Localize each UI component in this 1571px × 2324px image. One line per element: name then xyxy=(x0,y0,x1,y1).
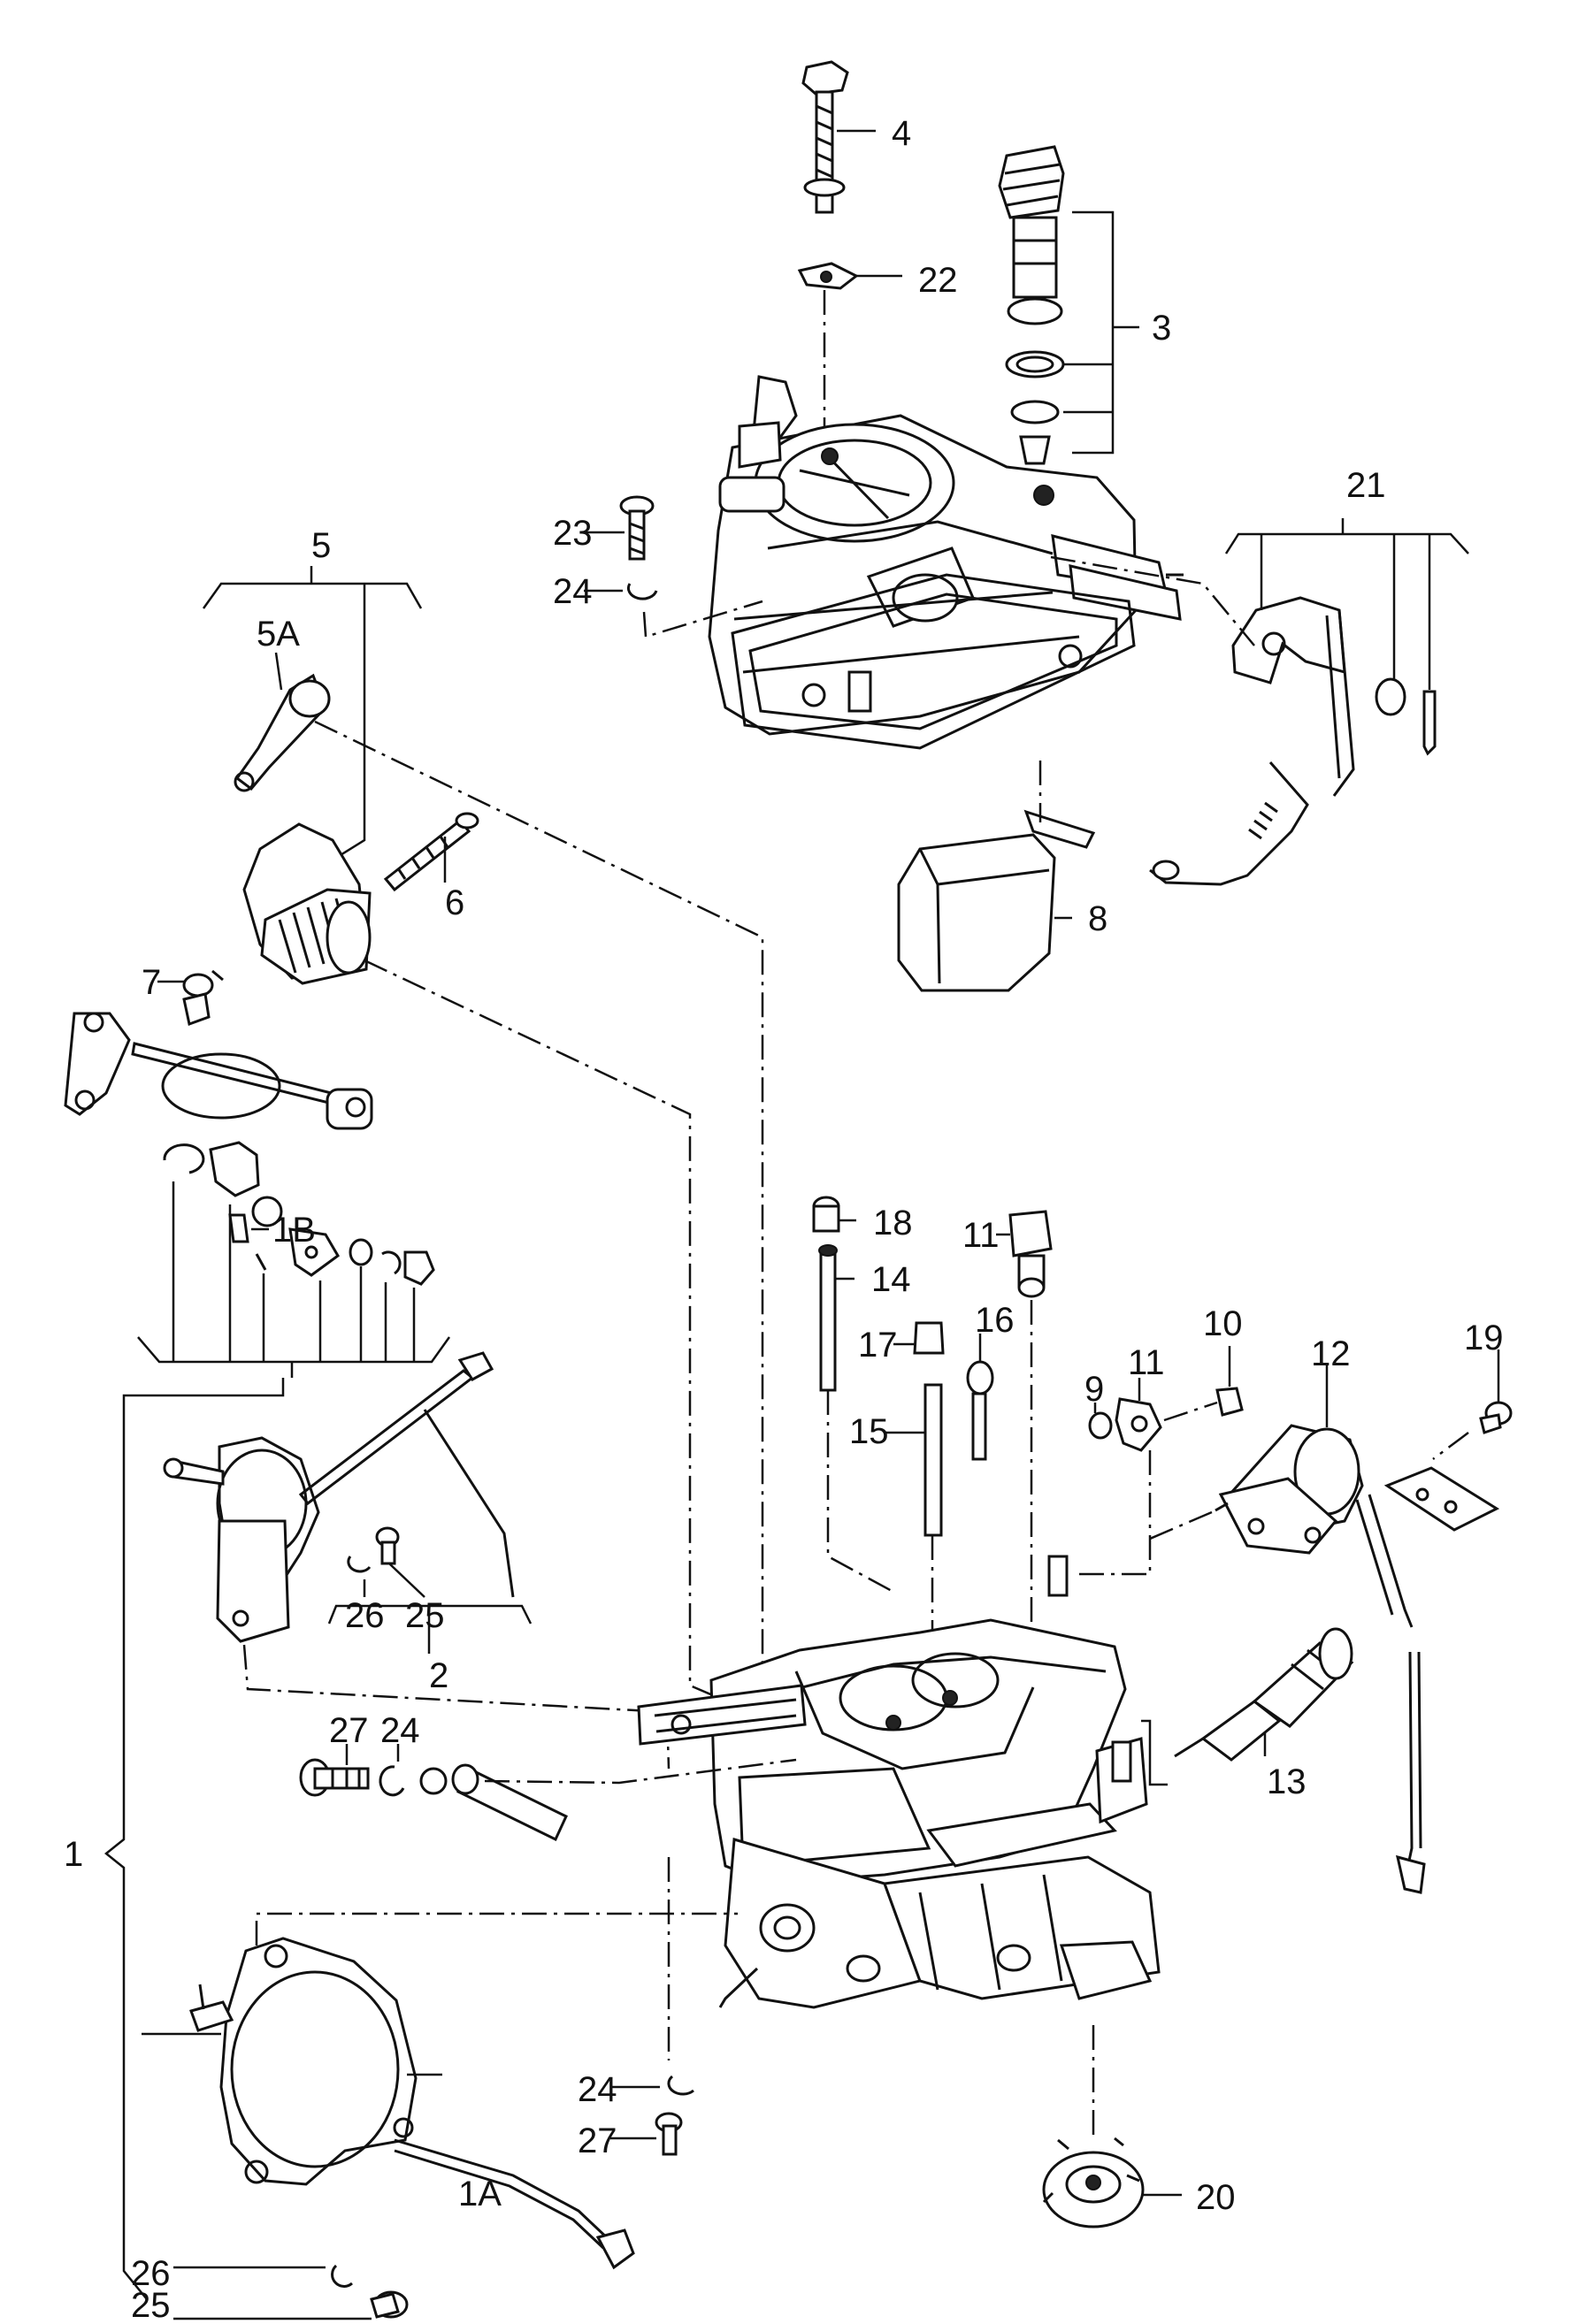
callout-c24c: 24 xyxy=(578,2070,617,2109)
part-5-choke-housing xyxy=(242,822,372,985)
callout-c7: 7 xyxy=(142,963,161,1002)
part-15-emulsion-tube xyxy=(923,1383,943,1537)
callout-c5A: 5A xyxy=(257,615,300,654)
callout-c3: 3 xyxy=(1152,309,1171,348)
callout-c27b: 27 xyxy=(578,2121,617,2160)
callout-c18: 18 xyxy=(873,1204,913,1242)
part-3-needle-valve xyxy=(998,145,1065,465)
part-1A-cover xyxy=(189,1937,635,2270)
callout-c14: 14 xyxy=(871,1260,911,1299)
callout-c10: 10 xyxy=(1203,1304,1243,1343)
part-8-block xyxy=(897,761,1096,992)
part-throttle-shaft xyxy=(64,1012,373,1130)
callout-c6: 6 xyxy=(445,883,464,922)
part-hose-mid xyxy=(451,1763,568,1842)
callout-c23: 23 xyxy=(553,514,593,553)
bracket-1B-group xyxy=(137,1336,451,1378)
part-21-choke-linkage xyxy=(1149,596,1437,886)
part-27-screw-low xyxy=(655,2112,683,2156)
part-26-clip-bottom xyxy=(331,2264,354,2288)
part-24-washer-low xyxy=(667,2075,694,2096)
callout-c1: 1 xyxy=(64,1835,83,1874)
callout-c5: 5 xyxy=(311,526,331,565)
callout-c1A: 1A xyxy=(458,2175,502,2213)
callout-c2: 2 xyxy=(429,1656,448,1695)
part-25-screw-bottom xyxy=(370,2290,409,2319)
callout-c11b: 11 xyxy=(1128,1343,1165,1382)
callout-c27a: 27 xyxy=(329,1711,369,1750)
part-25-screw-top xyxy=(375,1526,400,1565)
part-13-jet-valve xyxy=(1174,1627,1354,1762)
bracket-3 xyxy=(1063,210,1115,455)
part-7-fitting xyxy=(182,969,224,1026)
carburetor-top-cover xyxy=(708,375,1184,736)
callout-c22: 22 xyxy=(918,261,958,300)
part-6-screw xyxy=(383,812,479,892)
part-12-solenoid xyxy=(1215,1424,1426,1894)
part-17-jet xyxy=(913,1321,945,1355)
part-11-fitting-top xyxy=(1008,1210,1053,1298)
callout-c26b: 26 xyxy=(131,2254,171,2293)
callout-c25a: 25 xyxy=(405,1596,445,1635)
callout-c20: 20 xyxy=(1196,2178,1236,2217)
callout-c1B: 1B xyxy=(272,1211,316,1250)
bracket-21 xyxy=(1224,518,1469,554)
part-23-screw xyxy=(619,495,655,561)
callout-c26a: 26 xyxy=(345,1596,385,1635)
part-washer-mid xyxy=(419,1767,448,1795)
callout-c24a: 24 xyxy=(553,572,593,611)
part-10-nut xyxy=(1215,1387,1244,1417)
part-18-plug xyxy=(812,1196,840,1233)
part-19-screw xyxy=(1479,1401,1513,1434)
bracket-5 xyxy=(202,566,423,609)
callout-c8: 8 xyxy=(1088,899,1107,938)
bracket-2 xyxy=(327,1604,533,1654)
part-24-washer xyxy=(626,583,658,600)
callout-c13: 13 xyxy=(1267,1762,1307,1801)
carburetor-main-body xyxy=(637,1555,1161,2009)
part-14-tube xyxy=(818,1244,838,1392)
part-bracket-plate xyxy=(1383,1466,1500,1532)
callout-c21: 21 xyxy=(1346,466,1386,505)
callout-c9: 9 xyxy=(1084,1370,1104,1409)
callout-c25b: 25 xyxy=(131,2286,171,2324)
part-1B-small-parts xyxy=(163,1141,435,1286)
part-16-jet xyxy=(966,1360,994,1461)
callout-c4: 4 xyxy=(892,114,911,153)
top-gasket xyxy=(731,573,1136,750)
part-22-clip xyxy=(797,262,859,290)
bracket-1 xyxy=(103,1447,148,2300)
part-24-washer-mid xyxy=(379,1765,405,1797)
callout-c15: 15 xyxy=(849,1412,889,1451)
bracket-13 xyxy=(1141,1719,1168,1786)
part-9-screw xyxy=(1088,1411,1113,1440)
callout-c16: 16 xyxy=(975,1301,1015,1340)
part-11-bracket xyxy=(1115,1397,1162,1452)
bracket-1-top xyxy=(122,1378,285,1447)
part-4-bolt xyxy=(801,60,849,214)
part-27-screw-mid xyxy=(299,1758,370,1797)
part-5A-lever xyxy=(234,673,331,792)
part-2-vacuum-unit xyxy=(163,1351,515,1643)
callout-c12: 12 xyxy=(1311,1334,1351,1373)
callout-c11a: 11 xyxy=(962,1216,1000,1255)
part-26-clip-top xyxy=(347,1556,372,1573)
part-20-flange xyxy=(1042,2025,1145,2228)
callout-c17: 17 xyxy=(858,1326,898,1365)
callout-c24b: 24 xyxy=(380,1711,420,1750)
callout-c19: 19 xyxy=(1464,1319,1504,1357)
